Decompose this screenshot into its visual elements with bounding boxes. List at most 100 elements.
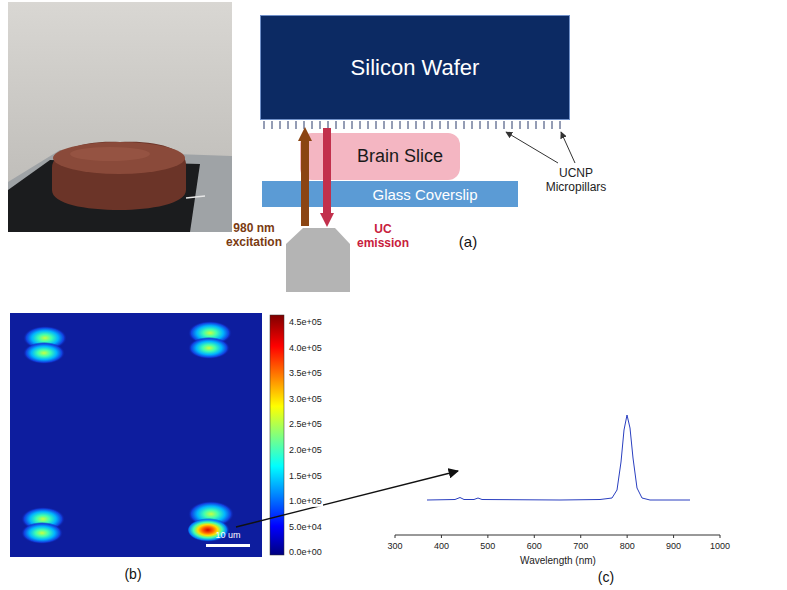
micropillar: [344, 121, 345, 129]
micropillar: [280, 121, 281, 129]
brain-slice-shine: [70, 147, 150, 161]
axis-tick-label: 700: [573, 541, 588, 551]
emission-head: [320, 213, 334, 227]
micropillar: [360, 121, 361, 129]
emission-spot: [21, 522, 63, 544]
tissue-block: Brain Slice: [300, 133, 460, 180]
micropillar: [400, 121, 401, 129]
colorbar-tick: 0.0e+00: [288, 547, 323, 557]
brain-slice-top: [53, 142, 185, 174]
leader-line: [561, 132, 575, 163]
emission-beam: [320, 128, 334, 227]
micropillar: [416, 121, 417, 129]
micropillar: [424, 121, 425, 129]
heat-map-ground: [10, 313, 262, 557]
colorbar-tick: 1.0e+05: [288, 496, 323, 506]
x-ticks: [395, 535, 720, 538]
coverslip-band: Glass Coverslip: [262, 181, 518, 207]
axis-tick: [395, 535, 396, 538]
colorbar-tick: 2.0e+05: [288, 445, 323, 455]
micropillar: [512, 121, 513, 129]
excitation-head: [298, 127, 312, 141]
objective-lens: [286, 228, 350, 292]
axis-tick: [673, 535, 674, 538]
micropillar: [472, 121, 473, 129]
micropillar: [520, 121, 521, 129]
micropillar: [336, 121, 337, 129]
spectrum-curve: [427, 415, 690, 500]
spectrum-plot: [395, 415, 720, 538]
axis-tick: [580, 535, 581, 538]
axis-tick-label: 900: [666, 541, 681, 551]
micropillar: [560, 121, 561, 129]
axis-tick-label: 800: [620, 541, 635, 551]
emission-shaft: [323, 128, 331, 214]
micropillar: [544, 121, 545, 129]
panel-letter: (a): [459, 233, 477, 250]
colorbar-tick: 3.0e+05: [288, 394, 323, 404]
micropillar: [312, 121, 313, 129]
axis-tick-label: 1000: [710, 541, 730, 551]
heat-map: [10, 313, 262, 557]
micropillar: [272, 121, 273, 129]
excitation-beam: [298, 127, 312, 226]
micropillar: [536, 121, 537, 129]
axis-tick-label: 500: [480, 541, 495, 551]
micropillar: [384, 121, 385, 129]
micropillar: [456, 121, 457, 129]
micropillar: [480, 121, 481, 129]
micropillar: [552, 121, 553, 129]
micropillar: [504, 121, 505, 129]
colorbar-tick: 5.0e+04: [288, 522, 323, 532]
micropillar: [328, 121, 329, 129]
beam-label: 980 nm excitation: [221, 222, 287, 250]
micropillar: [264, 121, 265, 129]
x-axis: [395, 535, 720, 536]
part-label: UCNP Micropillars: [539, 167, 613, 195]
node-label: Glass Coverslip: [372, 186, 477, 203]
axis-tick-label: 400: [434, 541, 449, 551]
pointer-arrow: [236, 471, 458, 527]
node-label: Silicon Wafer: [351, 55, 480, 81]
micropillar: [408, 121, 409, 129]
colorbar-tick: 2.5e+05: [288, 419, 323, 429]
beam-label: UC emission: [353, 223, 413, 251]
colorbar-tick: 3.5e+05: [288, 368, 323, 378]
axis-tick: [720, 535, 721, 538]
micropillars: [264, 121, 560, 129]
node-label: Brain Slice: [357, 146, 443, 167]
photo: [8, 2, 232, 232]
micropillar: [496, 121, 497, 129]
micropillar: [288, 121, 289, 129]
brain-slice-photo: [52, 142, 186, 210]
color-bar: [270, 315, 284, 555]
micropillar: [464, 121, 465, 129]
emission-spot: [23, 342, 65, 364]
scale-label: 10 um: [215, 530, 240, 540]
axis-tick: [487, 535, 488, 538]
panel-letter: (b): [124, 566, 141, 582]
micropillar: [352, 121, 353, 129]
wire: [186, 196, 205, 198]
micropillar: [528, 121, 529, 129]
colorbar-tick: 4.5e+05: [288, 317, 323, 327]
leader-line: [506, 132, 558, 163]
wafer-block: Silicon Wafer: [260, 15, 570, 120]
micropillar: [488, 121, 489, 129]
photo-background: [8, 2, 232, 232]
panel-letter: (c): [598, 569, 614, 585]
scale-bar: [206, 544, 250, 547]
axis-tick: [534, 535, 535, 538]
micropillar: [440, 121, 441, 129]
colorbar-tick: 4.0e+05: [288, 342, 323, 352]
micropillar: [448, 121, 449, 129]
micropillar: [296, 121, 297, 129]
emission-spot: [188, 337, 230, 359]
axis-tick: [441, 535, 442, 538]
colorbar-tick: 1.5e+05: [288, 470, 323, 480]
axis-tick: [627, 535, 628, 538]
axis-title: Wavelength (nm): [520, 555, 596, 567]
micropillar: [392, 121, 393, 129]
micropillar: [368, 121, 369, 129]
